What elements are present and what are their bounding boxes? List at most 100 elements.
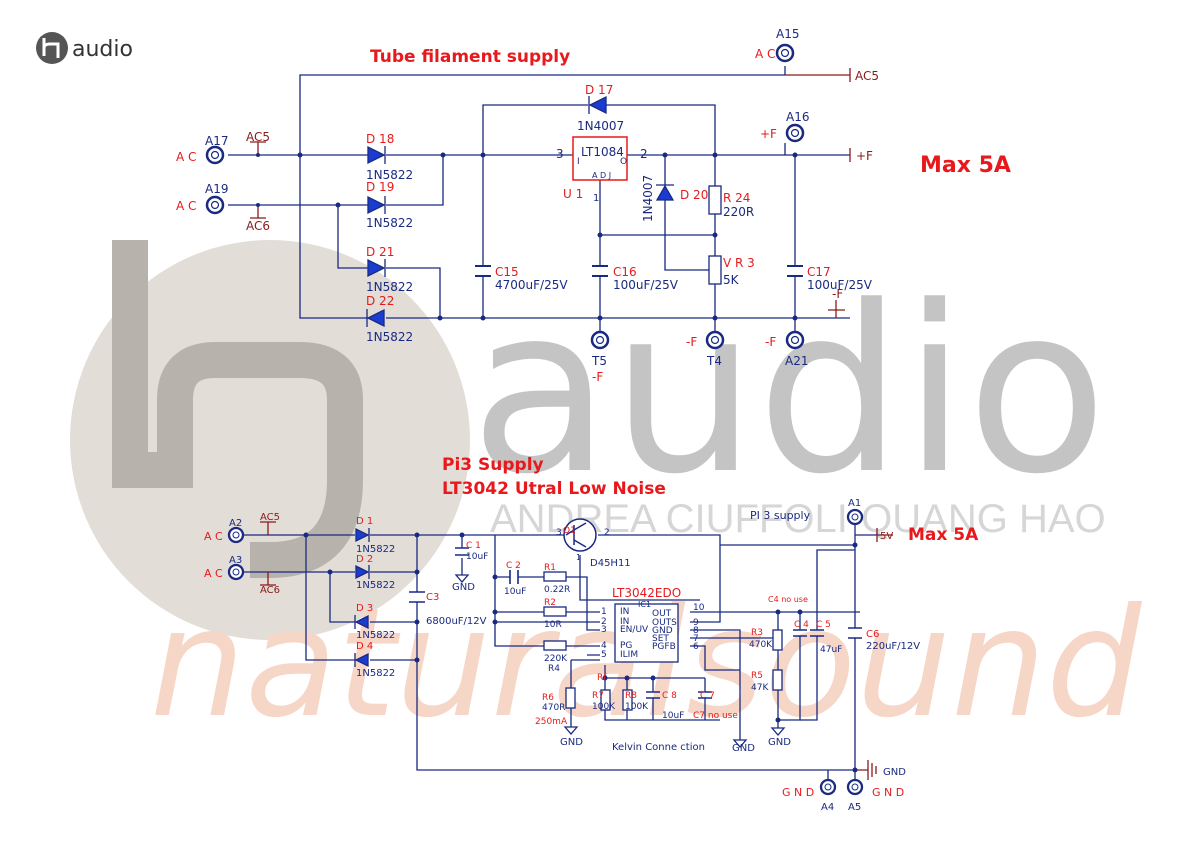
top-terminals: [205, 43, 805, 350]
a1-terminal: [846, 508, 864, 526]
u1-adj: A D J: [592, 171, 611, 180]
net-minusf: -F: [832, 287, 843, 301]
r7-resistor: [600, 689, 611, 711]
bottom-wires: [244, 525, 893, 780]
r8-resistor: [622, 689, 633, 711]
a3-label: A3: [229, 555, 242, 566]
a21-label: A21: [785, 354, 808, 368]
ic-pin-left-5: 5: [601, 650, 607, 660]
net-5v: 5V: [880, 531, 893, 542]
net-ac6-left: AC6: [246, 219, 270, 233]
ic-name-right-1: OUTS: [652, 618, 677, 628]
u1-regulator: [572, 136, 628, 181]
c3-value: 6800uF/12V: [426, 616, 487, 627]
d1-ref: D 1: [356, 516, 373, 527]
ic-name-left-4: ILIM: [620, 650, 638, 660]
u1-part: LT1084: [581, 145, 624, 159]
rf-label: Rf: [597, 673, 607, 683]
r4-resistor: [543, 640, 567, 651]
net-ac5: AC5: [855, 69, 879, 83]
ic1-lt3042: [614, 603, 679, 663]
ic-pin-left-2: 2: [601, 617, 607, 627]
ic-name-left-2: EN/UV: [620, 625, 649, 635]
d19-icon: [367, 195, 386, 215]
a19-ac-label: A C: [176, 199, 196, 213]
d17-ref: D 17: [585, 83, 613, 97]
r24-resistor: [708, 185, 722, 215]
a3-terminal: [227, 563, 245, 581]
logo-text: audio: [72, 37, 133, 62]
t5-label: T5: [591, 354, 607, 368]
kelvin-label: Kelvin Conne ction: [612, 742, 705, 753]
r3-resistor: [772, 629, 783, 651]
ic-pin-left-3: 3: [601, 625, 607, 635]
r2-value: 10R: [544, 620, 562, 630]
vr3-ref: V R 3: [723, 256, 755, 270]
bottom-terminals: [227, 508, 864, 796]
a15-terminal: [775, 43, 795, 63]
c7-ref: C 7: [700, 691, 715, 701]
a21-minusf: -F: [765, 335, 776, 349]
bottom-junctions: [303, 532, 858, 773]
c8-ref: C 8: [662, 691, 677, 701]
u1-pin3: 3: [556, 147, 564, 161]
d21-ref: D 21: [366, 245, 394, 259]
d22-icon: [366, 308, 385, 328]
d22-value: 1N5822: [366, 330, 413, 344]
d4-icon: [354, 652, 369, 668]
r5-ref: R5: [751, 671, 763, 681]
d21-icon: [367, 258, 386, 278]
d3-icon: [354, 614, 369, 630]
u1-ref: U 1: [563, 187, 583, 201]
r6-ref: R6: [542, 693, 554, 703]
gnd-symbols: [454, 574, 786, 748]
bottom-capacitors: [409, 547, 862, 699]
c2-value: 10uF: [504, 587, 526, 597]
top-capacitors: [475, 265, 803, 277]
ic-pin-right-10: 10: [693, 603, 705, 613]
a17-label: A17: [205, 134, 228, 148]
r6-value: 470R: [542, 703, 565, 713]
gnd-kelvin: GND: [732, 743, 755, 754]
a1-label: A1: [848, 498, 861, 509]
t4-terminal: [705, 330, 725, 350]
r7-value: 100K: [592, 702, 616, 712]
ic-pin-right-7: 7: [693, 634, 699, 644]
r24-ref: R 24: [723, 191, 750, 205]
r5-resistor: [772, 669, 783, 691]
ic-name-right-3: SET: [652, 634, 669, 644]
r3-ref: R3: [751, 628, 763, 638]
c17-ref: C17: [807, 265, 831, 279]
ic-pin-left-1: 1: [601, 607, 607, 617]
r8-value: 100K: [625, 702, 649, 712]
r2-ref: R2: [544, 598, 556, 608]
filament-title: Tube filament supply: [370, 47, 570, 67]
r2-resistor: [543, 606, 567, 617]
ic-name-right-2: GND: [652, 626, 673, 636]
a16-terminal: [785, 123, 805, 143]
watermark-h-mark: [112, 240, 363, 578]
logo: audio: [36, 32, 133, 64]
ic-part: LT3042EDO: [612, 586, 681, 600]
a17-terminal: [205, 145, 225, 165]
vr3-value: 5K: [723, 273, 740, 287]
d3-ref: D 3: [356, 603, 373, 614]
a4-gnd-label: G N D: [782, 786, 814, 799]
ic-name-right-4: PGFB: [652, 642, 676, 652]
d22-ref: D 22: [366, 294, 394, 308]
d2-value: 1N5822: [356, 580, 395, 591]
q1-ref: Q1: [563, 526, 576, 536]
r5-value: 47K: [751, 683, 769, 693]
d20-ref: D 20: [680, 188, 708, 202]
d19-value: 1N5822: [366, 216, 413, 230]
top-junctions: [256, 152, 798, 321]
t5-terminal: [590, 330, 610, 350]
gnd-c1: GND: [452, 582, 475, 593]
ic-name-right-0: OUT: [652, 609, 672, 619]
d4-ref: D 4: [356, 641, 373, 652]
c3-ref: C3: [426, 592, 439, 603]
c4-ref: C 4: [794, 620, 809, 630]
vr3-potentiometer: [708, 255, 722, 285]
r1-ref: R1: [544, 563, 556, 573]
c6-ref: C6: [866, 629, 879, 640]
